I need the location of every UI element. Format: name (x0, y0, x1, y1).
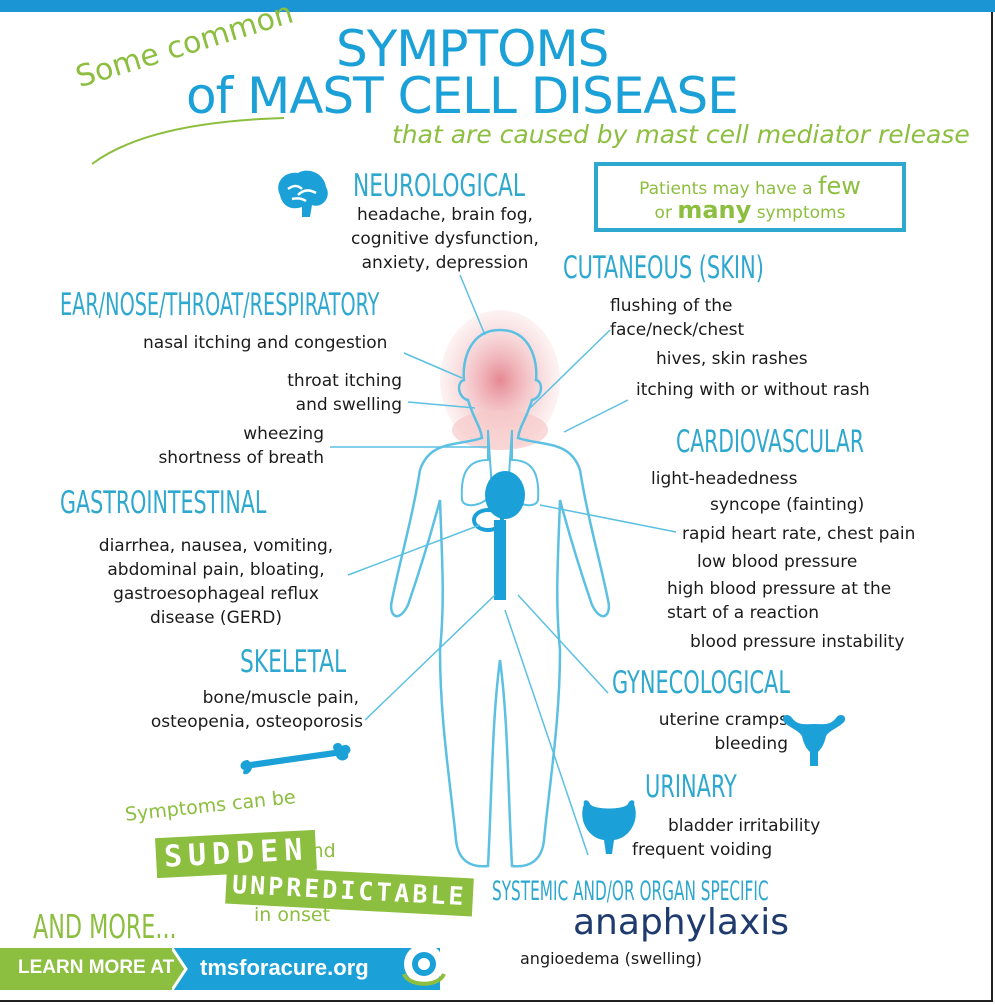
urinary-line: bladder irritability (668, 816, 821, 836)
cardiovascular-heading: CARDIOVASCULAR (676, 424, 864, 460)
skeletal-heading: SKELETAL (240, 644, 347, 680)
neck-glow (452, 410, 548, 450)
bladder-icon (582, 800, 636, 854)
gastro-line: gastroesophageal reflux (113, 584, 319, 604)
sudden-and: and (300, 840, 336, 862)
tms-logo-icon (402, 944, 446, 986)
page-frame (0, 12, 993, 1002)
skeletal-list: bone/muscle pain, osteopenia, osteoporos… (130, 686, 363, 734)
callout-text-1: Patients may have a (639, 179, 813, 199)
urinary-heading: URINARY (645, 769, 737, 805)
body-outline (389, 328, 611, 868)
title-line2: of MAST CELL DISEASE (186, 67, 739, 125)
cutaneous-item-1-line: face/neck/chest (610, 320, 745, 340)
learn-more-label-bg (0, 948, 172, 990)
chevron-right-icon (172, 948, 188, 990)
gastro-line: disease (GERD) (149, 608, 283, 628)
ent-item-1: nasal itching and congestion (143, 333, 388, 353)
internal-organs (460, 429, 540, 600)
urinary-line: frequent voiding (632, 840, 773, 860)
gynecological-list: uterine cramps bleeding (620, 708, 788, 756)
bone-icon (240, 743, 351, 775)
gastro-line: diarrhea, nausea, vomiting, (98, 536, 334, 556)
cardio-item: start of a reaction (667, 603, 820, 623)
title-line1: SYMPTOMS (336, 20, 609, 78)
ent-item-3-line: wheezing (243, 424, 324, 444)
callout-box: Patients may have a few or many symptoms (594, 162, 906, 232)
cardio-item: high blood pressure at the (667, 579, 892, 599)
top-accent-bar (0, 0, 995, 12)
ent-item-2-line: throat itching (287, 371, 402, 391)
cutaneous-heading: CUTANEOUS (SKIN) (563, 250, 764, 286)
ent-item-3: wheezing shortness of breath (130, 422, 324, 470)
learn-more-url[interactable]: tmsforacure.org (200, 955, 369, 980)
cutaneous-item-2: hives, skin rashes (656, 349, 808, 369)
gastro-list: diarrhea, nausea, vomiting, abdominal pa… (60, 534, 372, 630)
gastro-heading: GASTROINTESTINAL (60, 485, 267, 521)
ent-heading: EAR/NOSE/THROAT/RESPIRATORY (60, 287, 380, 323)
anaphylaxis-label: anaphylaxis (573, 902, 790, 943)
callout-or: or (654, 203, 672, 223)
and-more: AND MORE... (33, 907, 177, 946)
neurological-line: headache, brain fog, (357, 205, 533, 225)
systemic-heading: SYSTEMIC AND/OR ORGAN SPECIFIC (492, 876, 769, 907)
neurological-heading: NEUROLOGICAL (353, 168, 526, 204)
cardio-item: low blood pressure (697, 552, 858, 572)
angioedema-label: angioedema (swelling) (520, 949, 703, 968)
cardio-item: rapid heart rate, chest pain (682, 524, 916, 544)
ent-item-2: throat itching and swelling (240, 369, 402, 417)
callout-many: many (677, 196, 752, 224)
uterus-icon (782, 715, 846, 766)
gastro-line: abdominal pain, bloating, (107, 560, 325, 580)
ent-item-2-line: and swelling (295, 395, 402, 415)
neurological-list: headache, brain fog, cognitive dysfuncti… (340, 203, 550, 275)
learn-more-label: LEARN MORE AT (18, 957, 175, 978)
sudden-onset: in onset (254, 904, 331, 926)
callout-few: few (818, 172, 861, 200)
connector-lines (330, 274, 677, 856)
cardio-item: syncope (fainting) (710, 495, 865, 515)
gynecological-line: uterine cramps (658, 710, 788, 730)
skeletal-line: osteopenia, osteoporosis (150, 712, 363, 732)
neurological-line: cognitive dysfunction, (351, 229, 539, 249)
cardio-item: blood pressure instability (690, 632, 905, 652)
cutaneous-item-1: flushing of the face/neck/chest (610, 294, 744, 342)
cutaneous-item-1-line: flushing of the (610, 296, 733, 316)
gynecological-line: bleeding (714, 734, 788, 754)
brain-icon (278, 170, 328, 217)
cardio-item: light-headedness (651, 469, 798, 489)
subtitle: that are caused by mast cell mediator re… (392, 120, 970, 149)
cutaneous-item-3: itching with or without rash (636, 380, 870, 400)
callout-text-2: symptoms (756, 203, 846, 223)
ent-item-3-line: shortness of breath (158, 448, 324, 468)
neurological-line: anxiety, depression (361, 253, 529, 273)
title-swoosh (91, 117, 285, 165)
skeletal-line: bone/muscle pain, (202, 688, 359, 708)
gynecological-heading: GYNECOLOGICAL (612, 665, 790, 701)
